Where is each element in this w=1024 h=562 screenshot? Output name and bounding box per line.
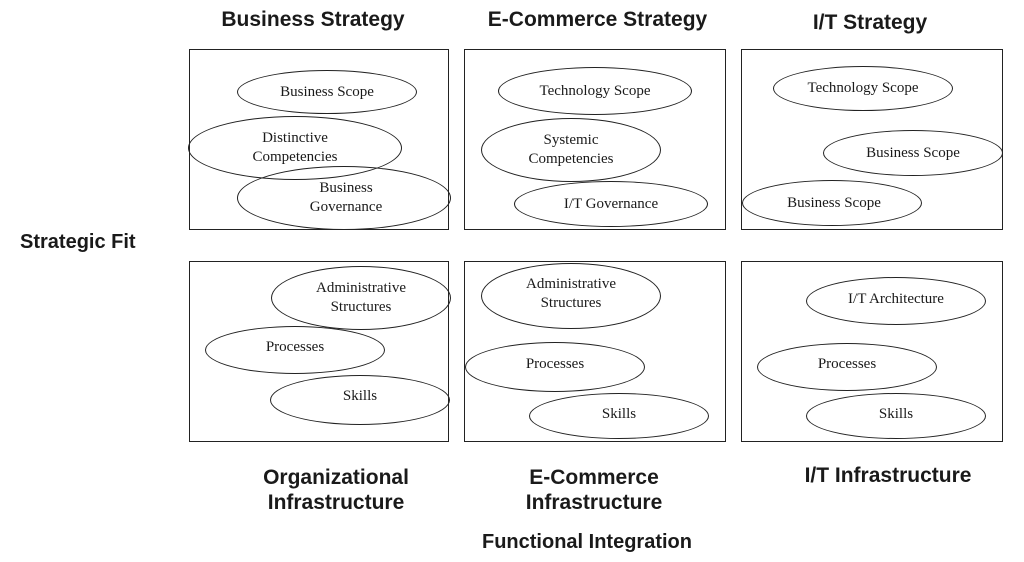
box-organizational-infrastructure: Administrative Structures Processes Skil… (189, 261, 451, 442)
oval-systemic-competencies: Systemic Competencies (481, 118, 661, 182)
box-it-infrastructure: I/T Architecture Processes Skills (741, 261, 1003, 442)
oval-label: Technology Scope (807, 80, 919, 96)
oval-label: Skills (878, 405, 914, 422)
oval-label: Technology Scope (539, 82, 651, 99)
header-it-strategy: I/T Strategy (812, 11, 928, 34)
box-business-strategy: Business Scope Distinctive Competencies … (188, 49, 451, 230)
oval-label: Business Scope (280, 83, 374, 100)
oval-it-architecture: I/T Architecture (806, 277, 986, 325)
functional-integration-label: Functional Integration (482, 531, 692, 553)
oval-business-scope: Business Scope (823, 130, 1003, 176)
header-business-strategy: Business Strategy (221, 8, 405, 31)
oval-label: I/T Governance (563, 195, 659, 212)
oval-label: Business Scope (787, 194, 881, 211)
oval-business-governance: Business Governance (237, 166, 451, 230)
oval-label: Distinctive Competencies (252, 130, 338, 165)
oval-label: Processes (525, 355, 585, 372)
oval-label: Systemic Competencies (528, 132, 614, 167)
oval-it-governance: I/T Governance (514, 181, 708, 227)
oval-label: Skills (342, 387, 378, 404)
oval-label: Administrative Structures (526, 276, 616, 311)
oval-administrative-structures: Administrative Structures (271, 266, 451, 330)
oval-label: Processes (265, 338, 325, 355)
box-ecommerce-infrastructure: Administrative Structures Processes Skil… (464, 261, 726, 442)
oval-processes: Processes (205, 326, 385, 374)
oval-label: Business Governance (309, 180, 383, 215)
label-organizational-infrastructure: Organizational Infrastructure (263, 466, 409, 514)
header-ecommerce-strategy: E-Commerce Strategy (487, 8, 708, 31)
oval-skills: Skills (806, 393, 986, 439)
label-ecommerce-infrastructure: E-Commerce Infrastructure (525, 466, 663, 514)
oval-label: Business Scope (866, 144, 960, 161)
box-ecommerce-strategy: Technology Scope Systemic Competencies I… (464, 49, 726, 230)
oval-label: I/T Architecture (848, 290, 944, 307)
oval-processes: Processes (757, 343, 937, 391)
oval-skills: Skills (529, 393, 709, 439)
oval-label: Skills (601, 405, 637, 422)
label-it-infrastructure: I/T Infrastructure (804, 464, 972, 487)
oval-processes: Processes (465, 342, 645, 392)
oval-technology-scope: Technology Scope (773, 66, 953, 111)
box-it-strategy: Technology Scope Business Scope Business… (741, 49, 1003, 230)
oval-technology-scope: Technology Scope (498, 67, 692, 115)
oval-label: Administrative Structures (316, 280, 406, 315)
strategic-fit-label: Strategic Fit (20, 231, 136, 253)
oval-skills: Skills (270, 375, 450, 425)
oval-administrative-structures: Administrative Structures (481, 263, 661, 329)
oval-label: Processes (817, 355, 877, 372)
oval-business-scope: Business Scope (742, 180, 922, 226)
oval-business-scope: Business Scope (237, 70, 417, 114)
